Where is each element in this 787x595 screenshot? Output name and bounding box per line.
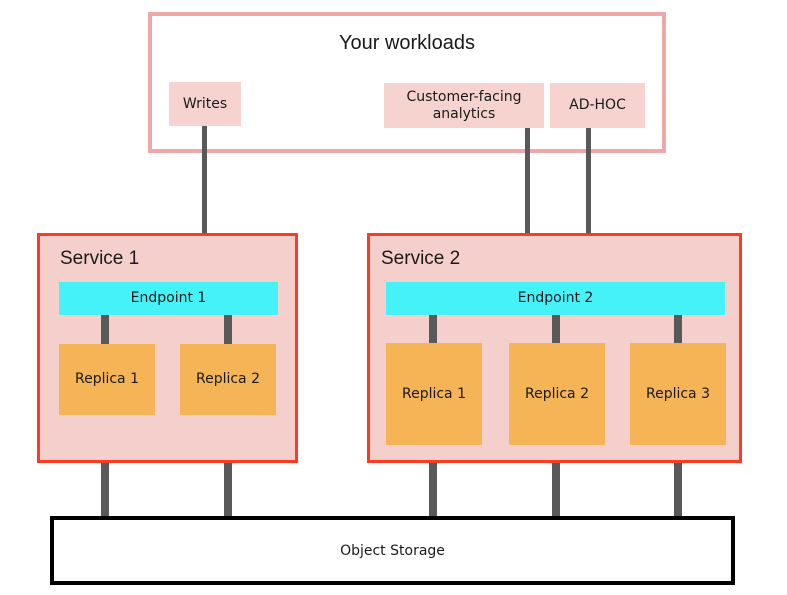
service-1-replica-1[interactable]: Replica 1 xyxy=(59,344,155,415)
connector-service-2-replica-2-to-storage xyxy=(552,445,560,516)
workloads-title: Your workloads xyxy=(338,32,475,54)
service-title-1: Service 1 xyxy=(60,248,140,269)
connector-service-2-replica-1-to-storage xyxy=(429,445,437,516)
service-1-replica-2[interactable]: Replica 2 xyxy=(180,344,276,415)
object-storage-box[interactable]: Object Storage xyxy=(50,516,735,585)
connector-service-1-replica-2-to-storage xyxy=(224,415,232,516)
connector-service-2-replica-3-to-storage xyxy=(674,445,682,516)
arrow-writes-to-endpoint-1-line xyxy=(202,126,207,264)
endpoint-2[interactable]: Endpoint 2 xyxy=(386,282,725,315)
service-2-replica-3[interactable]: Replica 3 xyxy=(630,343,726,445)
object-storage-label: Object Storage xyxy=(340,542,445,559)
service-title-2: Service 2 xyxy=(381,248,461,269)
connector-endpoint-1-to-replica-1 xyxy=(101,315,109,345)
endpoint-1[interactable]: Endpoint 1 xyxy=(59,282,278,315)
connector-service-1-replica-1-to-storage xyxy=(101,415,109,516)
service-2-replica-2[interactable]: Replica 2 xyxy=(509,343,605,445)
service-2-replica-1[interactable]: Replica 1 xyxy=(386,343,482,445)
arrow-analytics-to-endpoint-2-line xyxy=(525,128,530,263)
workload-chip-customer-facing-analytics[interactable]: Customer-facing analytics xyxy=(384,83,544,128)
connector-endpoint-2-to-replica-2 xyxy=(552,315,560,344)
connector-endpoint-1-to-replica-2 xyxy=(224,315,232,345)
arrow-ad-hoc-to-endpoint-2-line xyxy=(586,128,591,263)
connector-endpoint-2-to-replica-3 xyxy=(674,315,682,344)
connector-endpoint-2-to-replica-1 xyxy=(429,315,437,344)
workload-chip-writes[interactable]: Writes xyxy=(169,82,241,126)
workload-chip-ad-hoc[interactable]: AD-HOC xyxy=(550,83,645,128)
